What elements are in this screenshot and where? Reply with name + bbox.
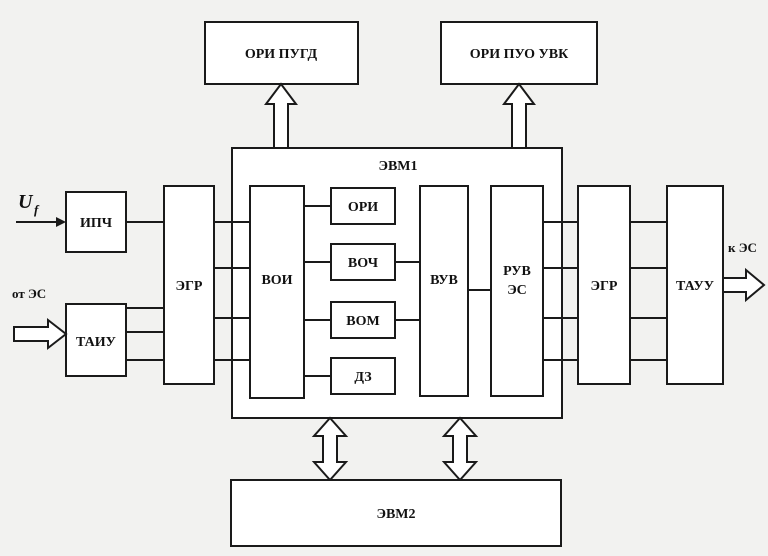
vuv-block xyxy=(419,185,469,397)
ruv-label: РУВ xyxy=(503,264,531,279)
ori-label: ОРИ xyxy=(348,200,378,215)
ori-pugd-label: ОРИ ПУГД xyxy=(245,47,318,62)
evm2-block xyxy=(230,479,562,547)
voch-label: ВОЧ xyxy=(348,256,379,271)
ipch-label: ИПЧ xyxy=(80,216,113,231)
voi-label: ВОИ xyxy=(261,273,292,288)
ori-pugd-block xyxy=(204,21,359,85)
arrow-up-ori-pugd xyxy=(264,82,298,149)
ori-block xyxy=(330,187,396,225)
egr-left-block xyxy=(163,185,215,385)
uf-arrow-head xyxy=(56,217,66,227)
taiu-block xyxy=(65,303,127,377)
arrow-from-es xyxy=(13,317,68,351)
from-es-label: от ЭС xyxy=(12,286,46,301)
tauu-label: ТАУУ xyxy=(676,279,714,294)
uf-signal-subscript: f xyxy=(34,202,40,217)
bidir-arrow-evm1-evm2-right xyxy=(441,416,479,482)
egr-left-label: ЭГР xyxy=(176,279,203,294)
ori-puo-uvk-label: ОРИ ПУО УВК xyxy=(470,47,569,62)
vom-label: ВОМ xyxy=(346,314,379,329)
ori-puo-uvk-block xyxy=(440,21,598,85)
arrow-up-ori-puo-uvk xyxy=(502,82,536,149)
dz-block xyxy=(330,357,396,395)
dz-label: ДЗ xyxy=(354,370,371,385)
voch-block xyxy=(330,243,396,281)
evm2-label: ЭВМ2 xyxy=(376,507,415,522)
arrow-to-es xyxy=(722,267,766,303)
bidir-arrow-evm1-evm2-left xyxy=(311,416,349,482)
taiu-label: ТАИУ xyxy=(76,335,116,350)
tauu-block xyxy=(666,185,724,385)
egr-right-block xyxy=(577,185,631,385)
to-es-label: к ЭС xyxy=(728,240,757,255)
voi-block xyxy=(249,185,305,399)
es-label: ЭС xyxy=(507,283,527,298)
evm1-label: ЭВМ1 xyxy=(378,159,417,174)
egr-right-label: ЭГР xyxy=(591,279,618,294)
vuv-label: ВУВ xyxy=(430,273,458,288)
uf-signal-label: U xyxy=(18,191,34,213)
